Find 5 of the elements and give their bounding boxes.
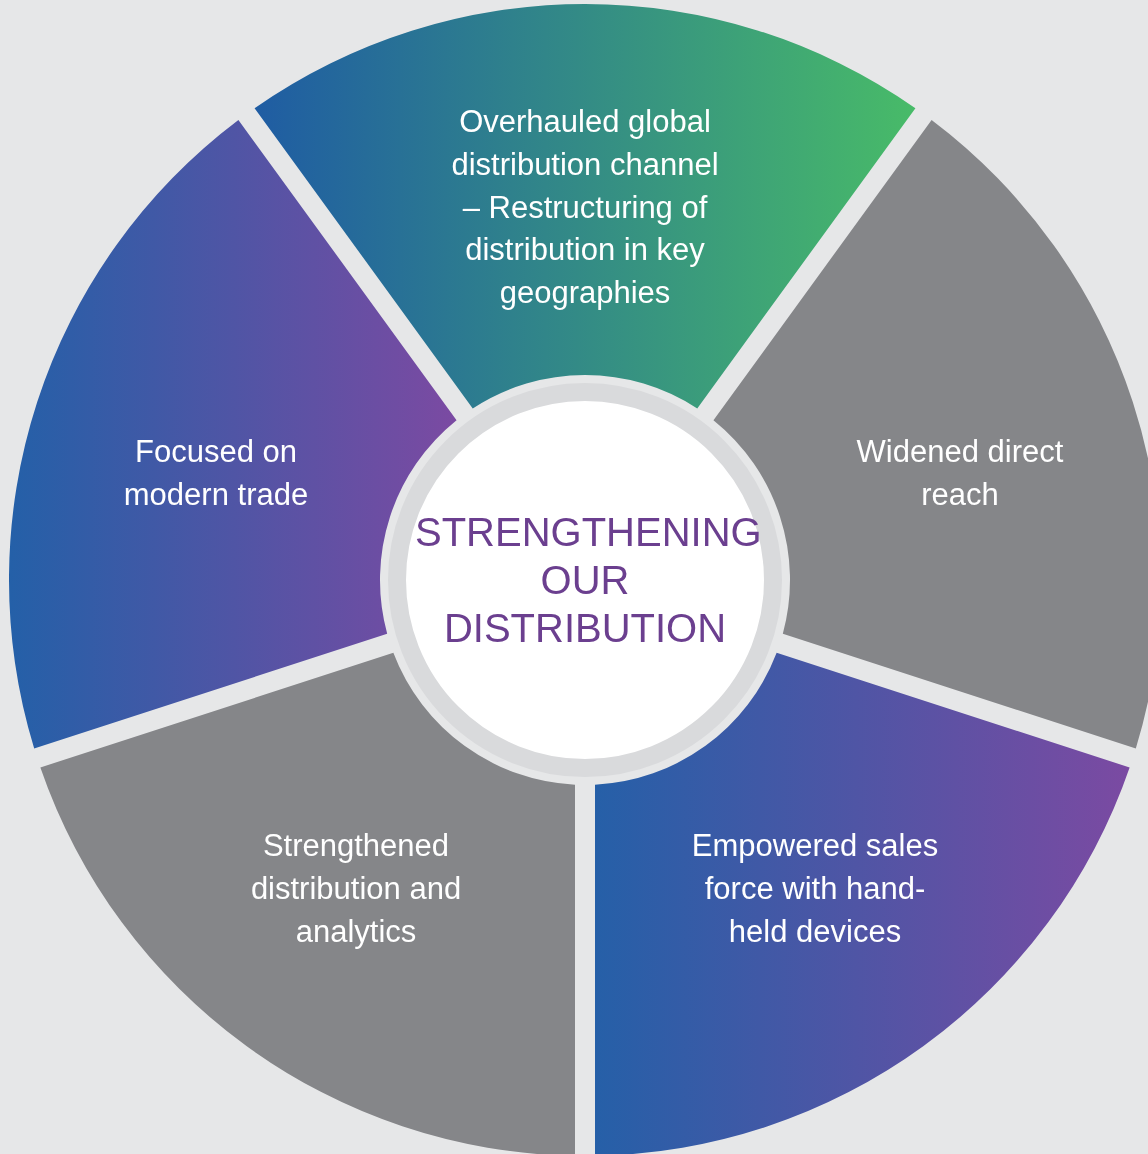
segment-label: Widened direct reach [855, 433, 1065, 514]
segment-label: Focused on modern trade [122, 433, 310, 514]
segment-label: Overhauled global distribution channel – Restructuring of distribution in key geographies [450, 103, 720, 313]
segment-label: Strengthened distribution and analytics [249, 826, 463, 951]
segment-label: Empowered sales force with hand-held devices [690, 826, 940, 951]
